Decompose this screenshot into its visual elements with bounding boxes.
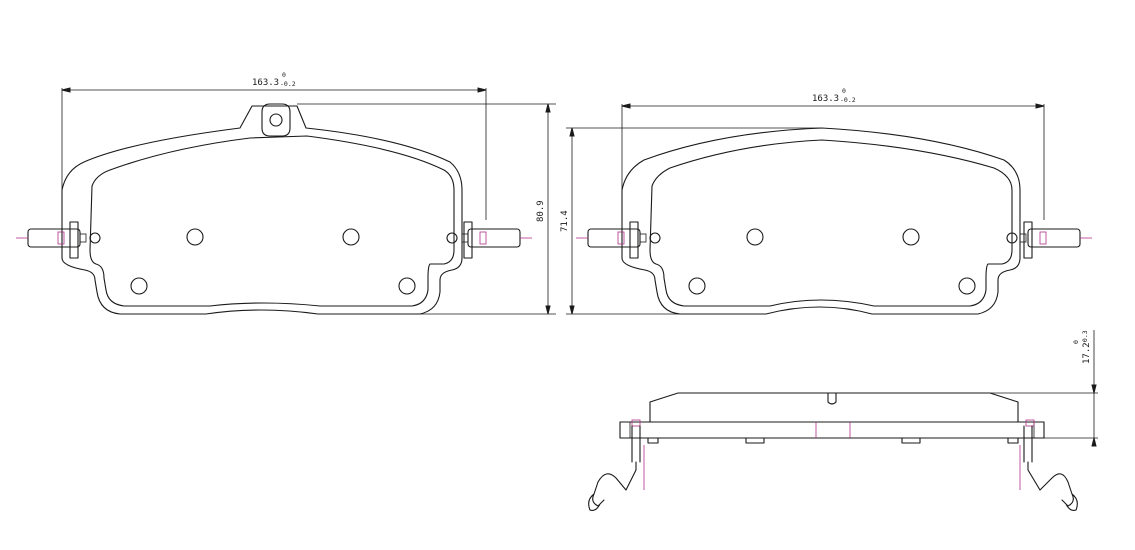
right-height-dimension xyxy=(566,127,822,315)
right-view-right-clip xyxy=(1006,221,1092,259)
right-backing-plate-outline xyxy=(621,127,1021,315)
left-hole-lower-right-icon xyxy=(398,277,416,295)
side-thickness-dim-tol-lower: -0.3 xyxy=(1081,330,1089,346)
left-view-left-clip xyxy=(16,220,101,259)
side-left-clip-spring xyxy=(588,425,641,511)
right-hole-upper-left-icon xyxy=(746,228,764,246)
left-view-right-clip xyxy=(446,221,532,259)
side-thickness-dimension xyxy=(990,330,1098,447)
left-pad-view xyxy=(16,87,556,315)
left-hole-lower-left-icon xyxy=(130,277,148,295)
side-center-slot xyxy=(827,392,837,405)
right-hole-lower-right-icon xyxy=(958,277,976,295)
left-friction-material-outline xyxy=(89,135,455,307)
side-lower-bump-1 xyxy=(647,437,659,444)
side-lower-bump-4 xyxy=(1007,437,1019,444)
left-width-dimension xyxy=(61,87,487,220)
side-backing-plate xyxy=(619,421,1045,439)
left-top-tab-slot xyxy=(261,103,291,137)
left-width-dim-tol-lower: -0.2 xyxy=(280,80,296,88)
right-friction-material-outline xyxy=(649,139,1013,307)
side-pad-view xyxy=(588,330,1098,511)
left-tab-hole-icon xyxy=(269,113,283,127)
side-lower-bump-3 xyxy=(901,437,921,444)
left-height-dim-value: 80.9 xyxy=(536,200,546,222)
right-hole-upper-right-icon xyxy=(902,228,920,246)
side-friction-block xyxy=(649,392,1019,423)
right-width-dim-tol-lower: -0.2 xyxy=(840,96,856,104)
left-hole-upper-left-icon xyxy=(186,228,204,246)
side-thickness-dim-tol-upper: 0 xyxy=(1072,340,1080,344)
side-thickness-dim-value: 17.2 xyxy=(1082,342,1092,364)
left-width-dim-value: 163.3 xyxy=(252,78,279,88)
right-view-left-clip xyxy=(576,221,661,259)
right-pad-view xyxy=(566,103,1092,315)
side-right-clip-spring xyxy=(1023,425,1078,511)
left-backing-plate-outline xyxy=(61,105,463,315)
left-hole-upper-right-icon xyxy=(342,228,360,246)
right-width-dim-value: 163.3 xyxy=(812,94,839,104)
side-lower-bump-2 xyxy=(745,437,765,444)
left-height-dimension xyxy=(297,103,556,315)
left-width-dim-tol-upper: 0 xyxy=(282,71,286,79)
right-width-dimension xyxy=(621,103,1045,220)
right-width-dim-tol-upper: 0 xyxy=(842,87,846,95)
right-hole-lower-left-icon xyxy=(688,277,706,295)
right-height-dim-value: 71.4 xyxy=(560,210,570,232)
